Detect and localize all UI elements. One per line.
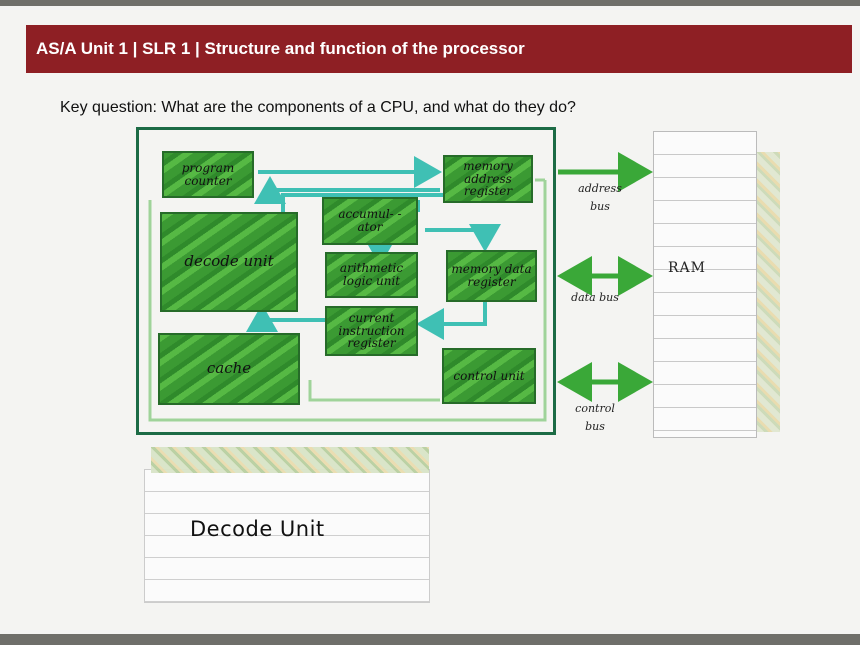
key-question: Key question: What are the components of… <box>60 99 576 116</box>
washi-tape-horizontal <box>151 447 429 473</box>
control-bus-label: control bus <box>575 402 615 433</box>
program-counter-box: program counter <box>162 151 254 198</box>
program-counter-label: program counter <box>181 160 235 188</box>
washi-tape-vertical <box>756 152 780 432</box>
decode-unit-card-label: Decode Unit <box>190 517 325 541</box>
ram-memory-strip <box>653 131 757 438</box>
cache-box: cache <box>158 333 300 405</box>
memory-data-register-box: memory data register <box>446 250 537 302</box>
accumulator-label: accumul- -ator <box>338 207 402 234</box>
memory-address-register-label: memory address register <box>463 159 513 199</box>
memory-address-register-box: memory address register <box>443 155 533 203</box>
alu-label: arithmetic logic unit <box>339 261 404 288</box>
cpu-diagram-border <box>136 127 556 435</box>
data-bus-label: data bus <box>571 291 619 304</box>
current-instruction-register-label: current instruction register <box>338 311 405 351</box>
control-paths <box>148 178 547 422</box>
decode-unit-box: decode unit <box>160 212 298 312</box>
control-unit-box: control unit <box>442 348 536 404</box>
control-unit-label: control unit <box>453 368 525 383</box>
decode-unit-card <box>144 469 430 603</box>
page-title-banner: AS/A Unit 1 | SLR 1 | Structure and func… <box>26 25 852 73</box>
current-instruction-register-box: current instruction register <box>325 306 418 356</box>
arithmetic-logic-unit-box: arithmetic logic unit <box>325 252 418 298</box>
decode-unit-label: decode unit <box>184 252 274 271</box>
cache-label: cache <box>206 359 252 378</box>
memory-data-register-label: memory data register <box>451 262 532 289</box>
system-buses <box>557 152 653 402</box>
address-bus-label: address bus <box>578 182 622 213</box>
accumulator-box: accumul- -ator <box>322 197 418 245</box>
ram-label: RAM <box>668 260 706 276</box>
